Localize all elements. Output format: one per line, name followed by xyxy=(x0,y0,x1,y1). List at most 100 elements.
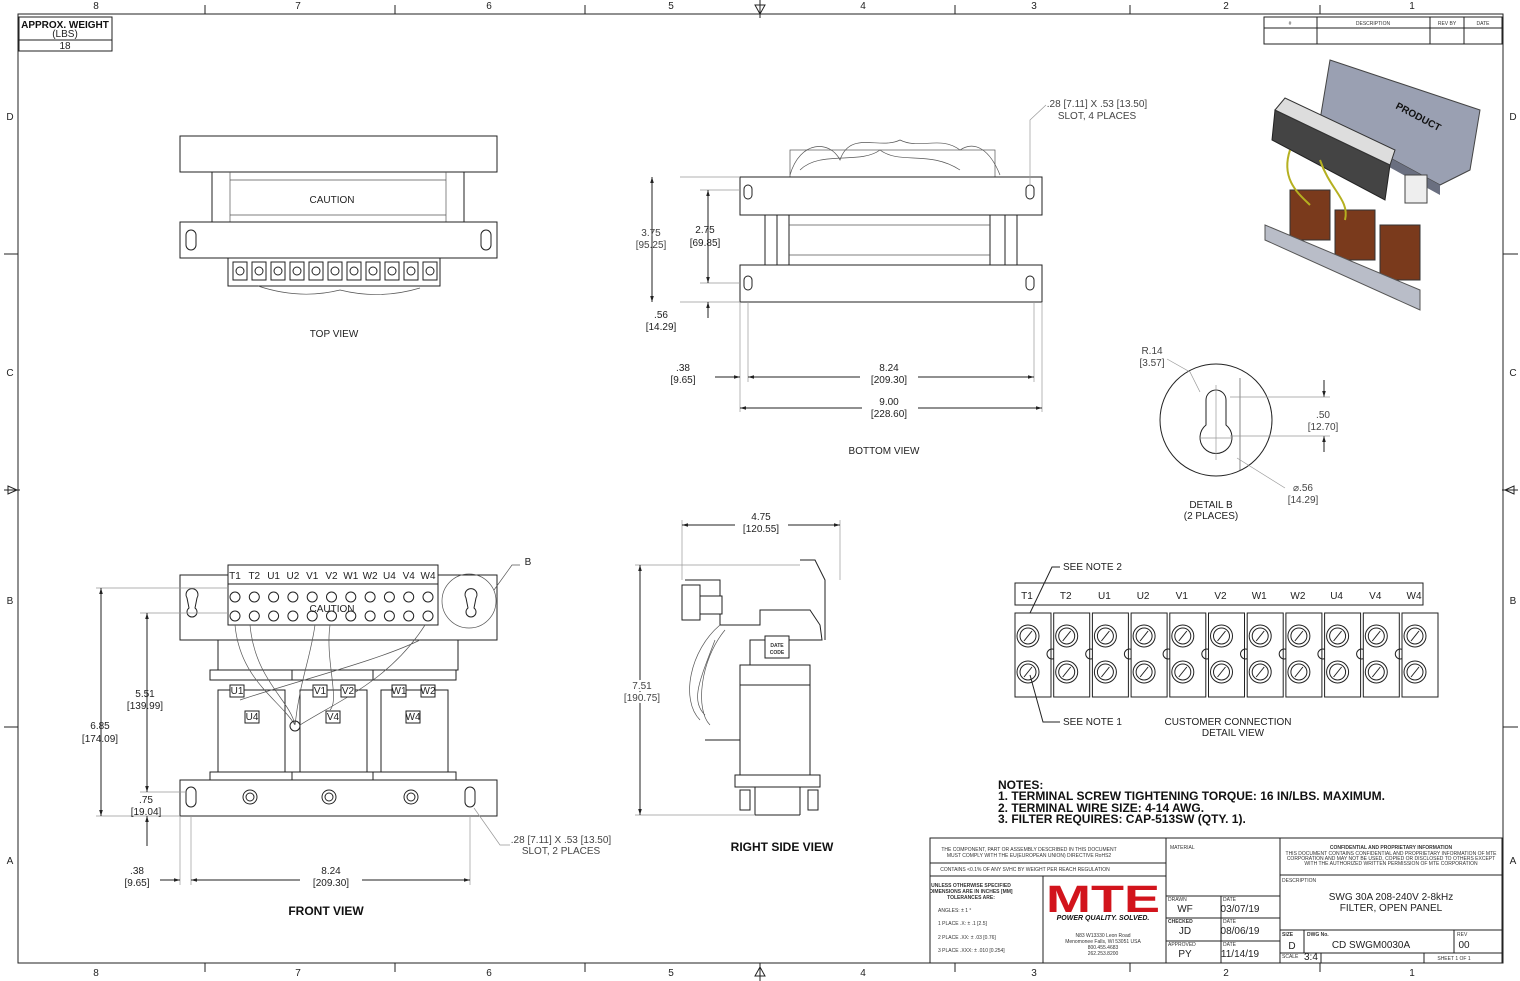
bottom-view: .28 [7.11] X .53 [13.50] SLOT, 4 PLACES … xyxy=(636,99,1148,457)
zone-row-label: C xyxy=(6,368,13,379)
terminal-screw-icon xyxy=(403,610,415,622)
terminal-screw-icon xyxy=(1248,660,1272,684)
terminal-screw-icon xyxy=(311,266,321,276)
connection-terminal-block xyxy=(1401,612,1439,698)
weight-box: APPROX. WEIGHT (LBS) 18 xyxy=(18,16,113,52)
top-view: CAUTION TOP VIEW xyxy=(179,135,498,340)
terminal-screw-icon xyxy=(1093,660,1117,684)
dim-2-75: 2.75 xyxy=(695,225,715,236)
checked-date: 08/06/19 xyxy=(1221,926,1260,937)
dim-6-85: 6.85 xyxy=(90,721,110,732)
checked-date-label: DATE xyxy=(1223,919,1237,925)
terminal-screw-icon xyxy=(425,266,435,276)
size-value: D xyxy=(1288,941,1295,952)
notes: NOTES: 1. TERMINAL SCREW TIGHTENING TORQ… xyxy=(998,778,1385,826)
zone-row-label: D xyxy=(6,112,13,123)
weight-title: APPROX. WEIGHT xyxy=(21,20,109,31)
drawn-date-label: DATE xyxy=(1223,897,1237,903)
terminal-screw-icon xyxy=(349,266,359,276)
sheet-number: SHEET 1 OF 1 xyxy=(1437,956,1470,962)
coil-label: U4 xyxy=(246,712,259,723)
dim-dia-14-29: [14.29] xyxy=(1288,495,1319,506)
coil-label: V4 xyxy=(327,712,340,723)
dim-139-99: [139.99] xyxy=(127,701,163,712)
front-slot-places: SLOT, 2 PLACES xyxy=(522,846,601,857)
rev-label: REV xyxy=(1457,932,1468,938)
weight-value: 18 xyxy=(59,41,71,52)
terminal-screw-icon xyxy=(1096,627,1114,645)
confidential-text-2: CORPORATION AND MAY NOT BE USED, COPIED … xyxy=(1287,856,1495,862)
zone-column-label: 8 xyxy=(93,968,99,979)
terminal-screw-icon xyxy=(268,591,280,603)
terminal-block xyxy=(232,261,248,281)
connection-terminal-label: V1 xyxy=(1176,591,1189,602)
note-3: 3. FILTER REQUIRES: CAP-513SW (QTY. 1). xyxy=(998,812,1246,826)
connection-terminal-label: U1 xyxy=(1098,591,1111,602)
zone-column-label: 2 xyxy=(1223,968,1229,979)
terminal-screw-icon xyxy=(287,591,299,603)
connection-terminal-label: V4 xyxy=(1369,591,1382,602)
terminal-screw-icon xyxy=(1135,627,1153,645)
terminal-screw-icon xyxy=(326,591,337,603)
terminal-screw-icon xyxy=(1213,627,1230,645)
terminal-screw-icon xyxy=(1326,660,1350,684)
dim-9-00: 9.00 xyxy=(879,397,899,408)
notes-title: NOTES: xyxy=(998,778,1043,792)
drawn-label: DRAWN xyxy=(1168,897,1187,903)
coil-label: W1 xyxy=(392,686,407,697)
approved-label: APPROVED xyxy=(1168,942,1196,948)
approved-date: 11/14/19 xyxy=(1221,949,1260,960)
terminal-block xyxy=(270,261,286,281)
terminal-screw-icon xyxy=(1171,660,1195,684)
top-view-label: TOP VIEW xyxy=(310,329,359,340)
coil xyxy=(299,689,368,776)
dim-69-85: [69.85] xyxy=(690,238,721,249)
terminal-screw-icon xyxy=(1248,624,1272,648)
checked-by: JD xyxy=(1179,926,1191,937)
terminal-screw-icon xyxy=(287,610,299,622)
dim-3-57: [3.57] xyxy=(1139,358,1164,369)
terminal-screw-icon xyxy=(1174,627,1192,645)
screw-slot xyxy=(1178,630,1188,642)
connection-terminal-block xyxy=(1362,612,1400,698)
zone-row-label: B xyxy=(7,596,14,607)
zone-row-label: D xyxy=(1509,112,1516,123)
address-line-3: 800.455.4683 xyxy=(1088,945,1119,951)
coil-label-box xyxy=(340,684,356,698)
coil-top-plate xyxy=(372,669,457,681)
right-side-view: DATE CODE 4.75 [120.55] 7.51 [190.75] RI… xyxy=(622,512,841,854)
terminal-screw-icon xyxy=(273,266,283,276)
terminal-screw-icon xyxy=(306,591,318,603)
connection-label-2: DETAIL VIEW xyxy=(1202,728,1265,739)
scale-value: 3:4 xyxy=(1304,952,1318,963)
screw-slot xyxy=(1333,666,1342,678)
drawn-by: WF xyxy=(1177,904,1193,915)
dim-19-04: [19.04] xyxy=(131,807,162,818)
terminal-screw-icon xyxy=(387,266,397,276)
coil-bottom-plate xyxy=(291,771,376,781)
zone-column-label: 5 xyxy=(668,968,674,979)
coil-label-box xyxy=(229,684,245,698)
tol-title-1: UNLESS OTHERWISE SPECIFIED xyxy=(931,883,1011,889)
dim-0-75: .75 xyxy=(139,795,153,806)
terminal-label: U4 xyxy=(383,571,396,582)
description-label: DESCRIPTION xyxy=(1282,878,1317,884)
screw-slot xyxy=(1371,630,1381,642)
screw-slot xyxy=(1139,630,1149,642)
note-1: 1. TERMINAL SCREW TIGHTENING TORQUE: 16 … xyxy=(998,789,1385,803)
terminal-block xyxy=(251,261,267,281)
terminal-screw-icon xyxy=(1058,663,1076,681)
terminal-screw-icon xyxy=(364,610,376,622)
terminal-screw-icon xyxy=(306,610,318,622)
mte-slogan: POWER QUALITY. SOLVED. xyxy=(1057,915,1150,922)
screw-slot xyxy=(1255,666,1265,678)
bottom-view-label: BOTTOM VIEW xyxy=(849,446,920,457)
coil-label: W4 xyxy=(406,712,421,723)
connection-terminal-block xyxy=(1246,612,1284,698)
terminal-screw-icon xyxy=(383,591,395,603)
connection-terminal-label: T2 xyxy=(1060,591,1072,602)
coil-label: U1 xyxy=(231,686,244,697)
front-caution: CAUTION xyxy=(310,604,355,615)
